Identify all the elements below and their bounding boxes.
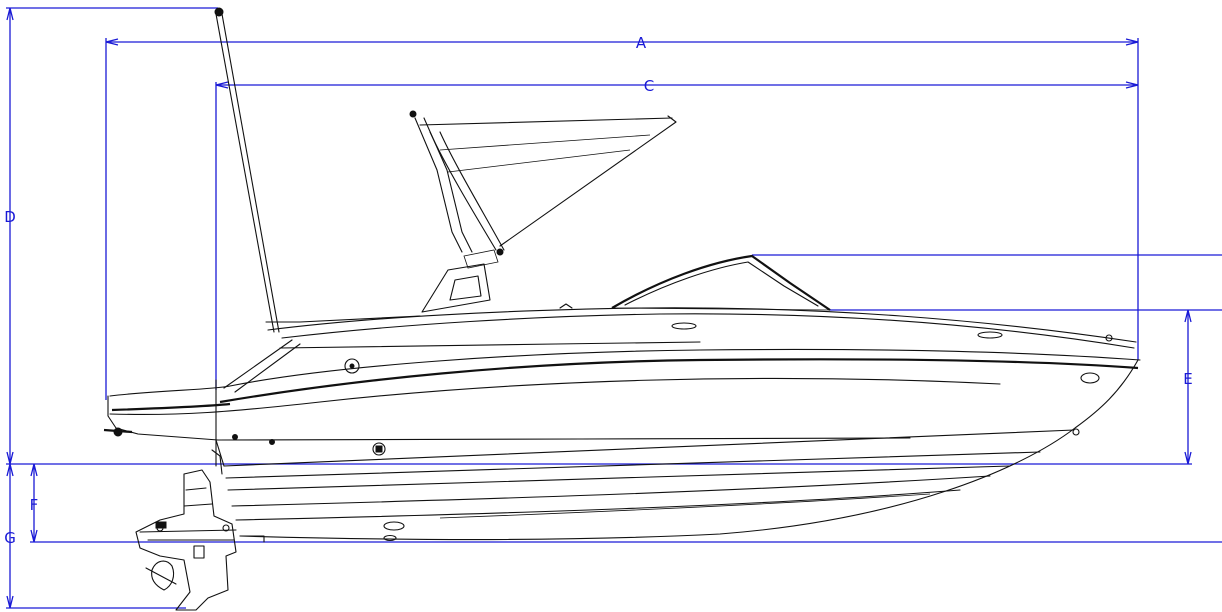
dimension-F: F <box>30 463 39 543</box>
dimension-label-D: D <box>4 208 16 226</box>
dimension-label-F: F <box>30 496 39 514</box>
ski-pole <box>214 7 280 333</box>
dimension-label-A: A <box>636 34 647 52</box>
helm-console <box>421 249 499 313</box>
hull-topside <box>109 339 1141 416</box>
dimension-A: A <box>105 34 1139 400</box>
dimension-C: C <box>215 77 1139 390</box>
windshield <box>611 254 831 311</box>
dimension-label-C: C <box>644 77 654 95</box>
stern-drive <box>135 449 237 611</box>
swim-platform <box>103 379 225 467</box>
deck-sheer <box>265 307 1137 349</box>
dimension-label-E: E <box>1183 370 1192 388</box>
bimini-top <box>409 110 677 256</box>
hull-fittings <box>232 303 1113 542</box>
dimension-G: G <box>4 463 186 609</box>
dimension-label-G: G <box>4 529 16 547</box>
hull-bottom <box>217 359 1139 543</box>
